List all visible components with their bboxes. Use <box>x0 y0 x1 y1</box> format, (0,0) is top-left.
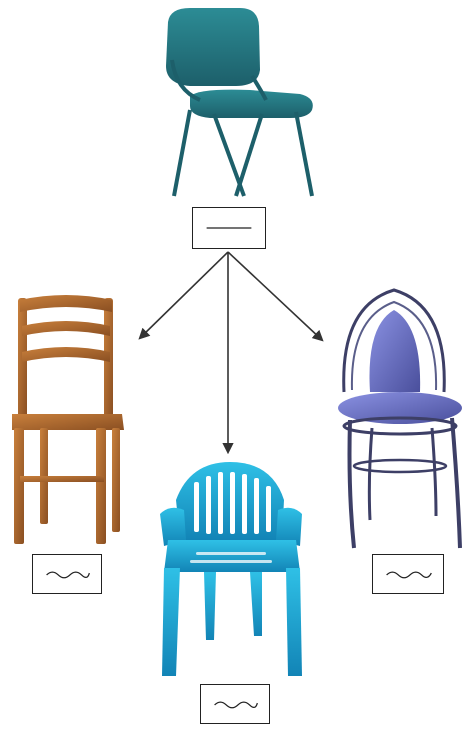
office-chair-icon <box>166 8 313 196</box>
edge-root-right <box>228 252 322 340</box>
edges <box>140 252 322 452</box>
wooden-chair-icon <box>12 295 124 544</box>
edge-root-left <box>140 252 228 338</box>
bistro-chair-icon <box>338 290 462 548</box>
wavy-line-mark <box>373 555 443 593</box>
straight-line-mark <box>193 208 265 248</box>
plastic-armchair-icon <box>160 462 302 676</box>
center-label-box <box>200 684 270 724</box>
root-label-box <box>192 207 266 249</box>
right-label-box <box>372 554 444 594</box>
left-label-box <box>32 554 102 594</box>
wavy-line-mark <box>201 685 269 723</box>
wavy-line-mark <box>33 555 101 593</box>
